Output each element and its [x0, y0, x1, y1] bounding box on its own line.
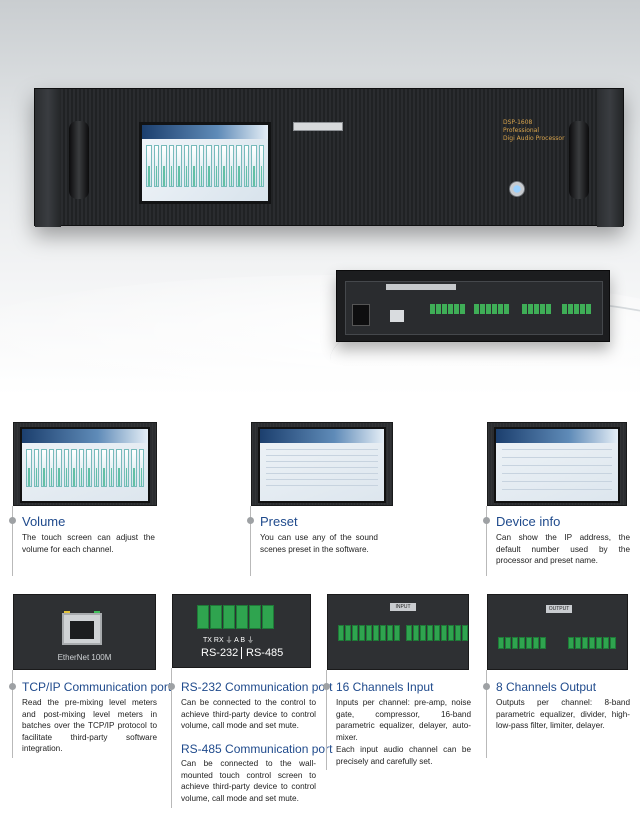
volume-text: The touch screen can adjust the volume f… — [22, 533, 155, 554]
model-text: DSP-1608 Professional Digi Audio Process… — [503, 119, 565, 142]
rs-port-photo: TX RX ⏚ A B ⏚ RS-232 RS-485 — [172, 594, 311, 668]
ethernet-port-photo: EtherNet 100M — [13, 594, 156, 670]
rs232-title: RS-232 Communication port — [181, 680, 333, 694]
volume-screen-photo — [13, 422, 157, 506]
input-label: INPUT — [390, 603, 416, 611]
output-text: Outputs per channel: 8-band parametric e… — [496, 698, 630, 731]
volume-title: Volume — [22, 514, 66, 529]
rack-ear-left — [35, 89, 61, 227]
bullet — [9, 517, 16, 524]
mini-screen-faders — [26, 449, 144, 487]
output-terminal-block-2 — [568, 637, 616, 649]
bullet — [9, 683, 16, 690]
divider — [250, 506, 251, 576]
divider — [171, 668, 172, 808]
rear-panel-plate — [345, 281, 603, 335]
hero-banner: DSP-1608 Professional Digi Audio Process… — [0, 0, 640, 395]
power-inlet — [352, 304, 370, 326]
mini-screen-header — [260, 429, 384, 443]
processor-front-panel: DSP-1608 Professional Digi Audio Process… — [34, 88, 624, 227]
rs-pin-labels: TX RX ⏚ A B ⏚ — [203, 637, 254, 644]
rear-output-terminals-2 — [562, 304, 591, 314]
bullet — [168, 683, 175, 690]
brand-logo-plate — [293, 122, 343, 131]
divider — [326, 670, 327, 770]
tcp-text: Read the pre-mixing level meters and pos… — [22, 698, 157, 754]
preset-screen-photo — [251, 422, 393, 506]
device-info-text: Can show the IP address, the default num… — [496, 533, 630, 566]
front-touch-screen — [139, 122, 271, 204]
divider — [12, 670, 13, 758]
ethernet-port — [62, 613, 102, 645]
bullet — [483, 683, 490, 690]
screen-header — [142, 125, 268, 139]
device-info-list — [502, 449, 612, 491]
input-title: 16 Channels Input — [336, 680, 434, 694]
preset-title: Preset — [260, 514, 298, 529]
rs485-text: Can be connected to the wall-mounted tou… — [181, 759, 316, 803]
rack-handle-right — [569, 121, 589, 199]
input-terminal-block-2 — [406, 625, 468, 641]
volume-mini-screen — [20, 427, 150, 503]
output-terminal-block-1 — [498, 637, 546, 649]
preset-list — [266, 449, 378, 491]
ethernet-label: EtherNet 100M — [57, 653, 112, 662]
rs232-label: RS-232 — [201, 647, 243, 659]
preset-text: You can use any of the sound scenes pres… — [260, 533, 378, 554]
output-label: OUTPUT — [546, 605, 572, 613]
rs485-title: RS-485 Communication port — [181, 742, 333, 756]
rack-ear-right — [597, 89, 623, 227]
rear-input-terminals-2 — [474, 304, 509, 314]
rs-terminal-block — [197, 605, 274, 629]
mini-screen-header — [496, 429, 618, 443]
divider — [486, 670, 487, 758]
screen-faders — [146, 145, 264, 187]
processor-rear-panel — [336, 270, 610, 342]
rear-input-terminals-1 — [430, 304, 465, 314]
rack-handle-left — [69, 121, 89, 199]
divider — [486, 506, 487, 576]
power-button — [509, 181, 525, 197]
device-info-screen-photo — [487, 422, 627, 506]
input-text-2: Each input audio channel can be precisel… — [336, 745, 471, 766]
input-terminals-photo: INPUT — [327, 594, 469, 670]
rj45-port — [390, 310, 404, 322]
rear-label-plate — [386, 284, 456, 290]
input-terminal-block-1 — [338, 625, 400, 641]
rs232-text: Can be connected to the control to achie… — [181, 698, 316, 731]
divider — [12, 506, 13, 576]
tcp-title: TCP/IP Communication port — [22, 680, 172, 694]
preset-mini-screen — [258, 427, 386, 503]
rear-output-terminals-1 — [522, 304, 551, 314]
output-title: 8 Channels Output — [496, 680, 597, 694]
mini-screen-header — [22, 429, 148, 443]
output-terminals-photo: OUTPUT — [487, 594, 628, 670]
device-info-mini-screen — [494, 427, 620, 503]
device-info-title: Device info — [496, 514, 561, 529]
bullet — [323, 683, 330, 690]
bullet — [483, 517, 490, 524]
input-text-1: Inputs per channel: pre-amp, noise gate,… — [336, 698, 471, 742]
bullet — [247, 517, 254, 524]
rs485-label: RS-485 — [246, 647, 284, 659]
